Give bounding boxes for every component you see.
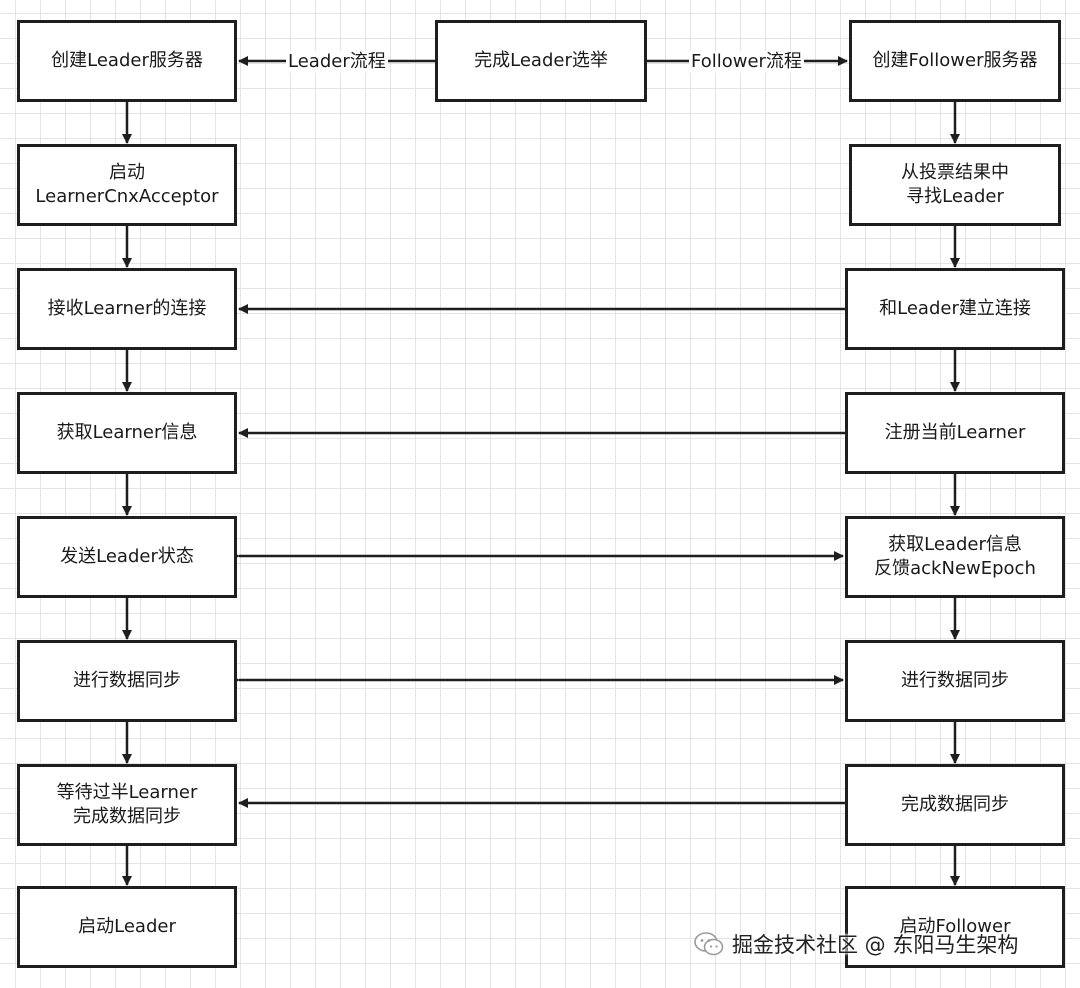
follower-node-sync-complete: 完成数据同步 bbox=[845, 764, 1065, 846]
leader-node-accept-connection: 接收Learner的连接 bbox=[17, 268, 237, 350]
follower-node-data-sync: 进行数据同步 bbox=[845, 640, 1065, 722]
edge-label-leader-flow: Leader流程 bbox=[286, 51, 388, 73]
follower-node-ack-new-epoch: 获取Leader信息 反馈ackNewEpoch bbox=[845, 516, 1065, 598]
edge-label-follower-flow: Follower流程 bbox=[689, 51, 804, 73]
leader-node-get-learner-info: 获取Learner信息 bbox=[17, 392, 237, 474]
leader-node-send-state: 发送Leader状态 bbox=[17, 516, 237, 598]
watermark: 掘金技术社区 @ 东阳马生架构 bbox=[694, 922, 1018, 966]
wechat-icon bbox=[694, 932, 724, 956]
connector-layer bbox=[122, 56, 960, 886]
node-leader-election-complete: 完成Leader选举 bbox=[435, 20, 647, 102]
watermark-text: 掘金技术社区 @ 东阳马生架构 bbox=[732, 933, 1019, 957]
follower-node-register-learner: 注册当前Learner bbox=[845, 392, 1065, 474]
leader-node-wait-quorum: 等待过半Learner 完成数据同步 bbox=[17, 764, 237, 846]
follower-node-connect-leader: 和Leader建立连接 bbox=[845, 268, 1065, 350]
leader-node-data-sync: 进行数据同步 bbox=[17, 640, 237, 722]
follower-node-start-follower: 启动Follower bbox=[845, 886, 1065, 968]
leader-node-start-acceptor: 启动 LearnerCnxAcceptor bbox=[17, 144, 237, 226]
leader-node-start-leader: 启动Leader bbox=[17, 886, 237, 968]
leader-node-create-server: 创建Leader服务器 bbox=[17, 20, 237, 102]
follower-node-create-server: 创建Follower服务器 bbox=[849, 20, 1061, 102]
follower-node-find-leader: 从投票结果中 寻找Leader bbox=[849, 144, 1061, 226]
